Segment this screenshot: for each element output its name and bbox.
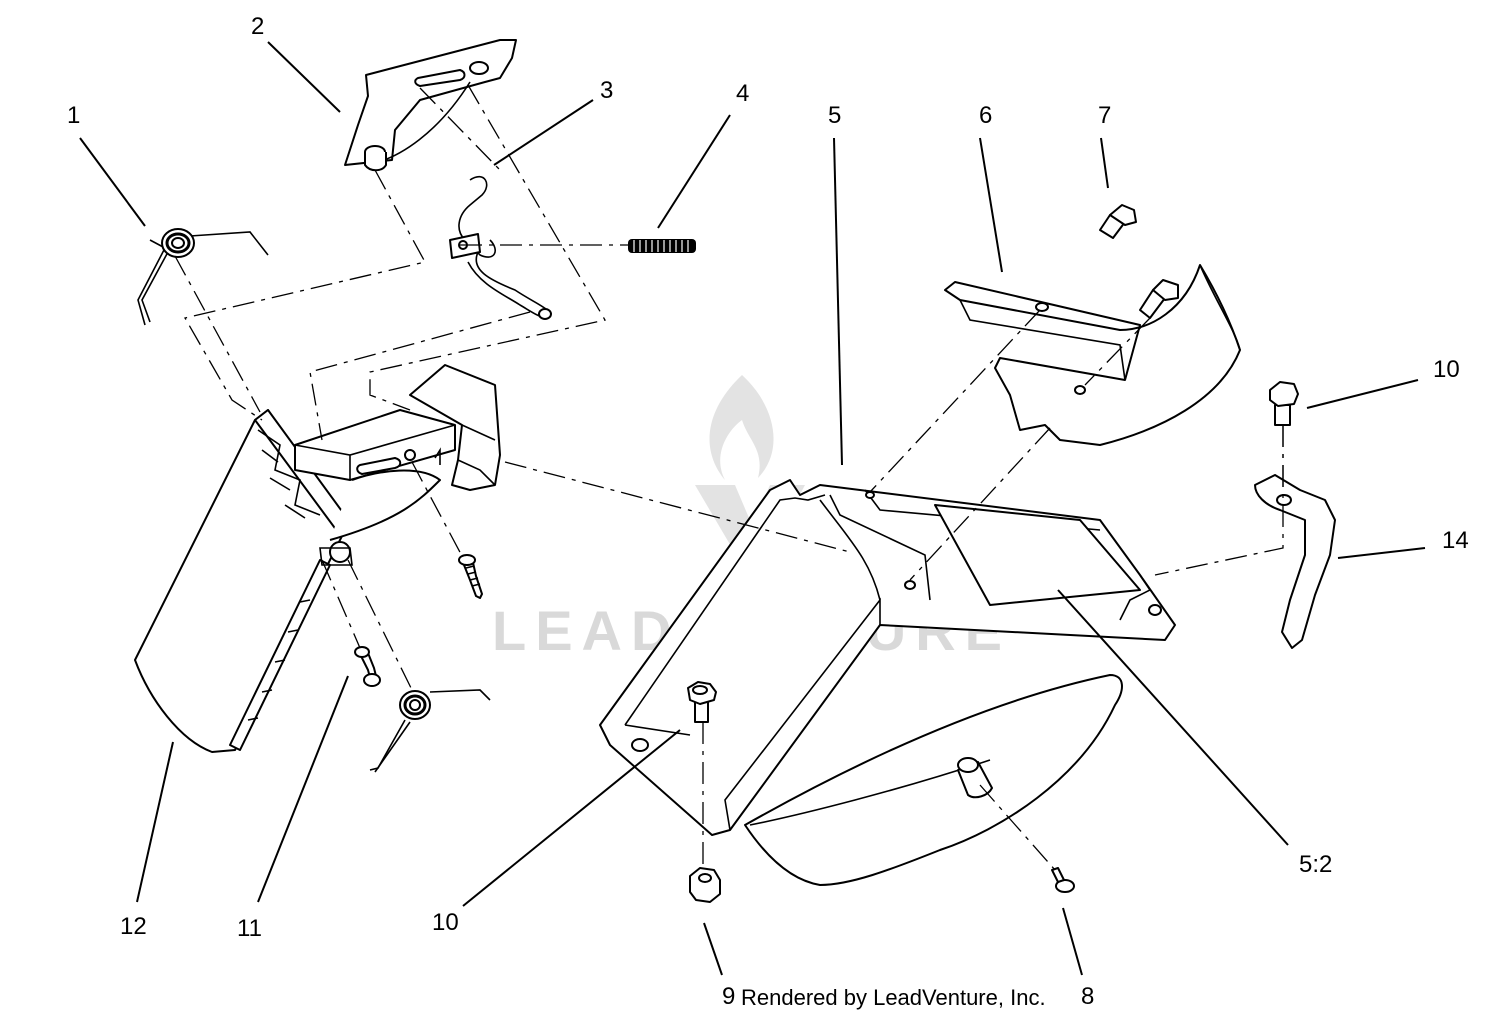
- callout-10-upper: 10: [1433, 356, 1460, 383]
- callout-8: 8: [1081, 983, 1094, 1010]
- callout-5: 5: [828, 102, 841, 129]
- part-4-compression-spring: [628, 239, 696, 253]
- callout-6: 6: [979, 102, 992, 129]
- pivot-screw: [458, 554, 483, 599]
- part-9-nut: [689, 867, 721, 903]
- part-10-bolt-lower: [687, 681, 717, 723]
- callout-14: 14: [1442, 527, 1469, 554]
- part-2-bracket-plate: [344, 39, 517, 172]
- part-6-chute-cover: [944, 264, 1241, 446]
- callout-7: 7: [1098, 102, 1111, 129]
- rendered-by-credit: Rendered by LeadVenture, Inc.: [741, 985, 1046, 1010]
- callout-9: 9: [722, 983, 735, 1010]
- assembly-center-lines: [174, 84, 1284, 871]
- callout-4: 4: [736, 80, 749, 107]
- callout-leaders: [79, 41, 1426, 976]
- part-12-mounting-plate: [134, 409, 353, 753]
- callout-10-lower: 10: [432, 909, 459, 936]
- chute-deflector: [744, 674, 1123, 886]
- callout-labels: 1 2 3 4 5 6 7 10 14 5:2 12 11 10 9 8: [67, 13, 1469, 1010]
- part-1-torsion-spring: [137, 228, 269, 326]
- callout-3: 3: [600, 77, 613, 104]
- callout-12: 12: [120, 913, 147, 940]
- pivot-bracket: [294, 364, 501, 541]
- part-11-screw: [354, 646, 381, 687]
- callout-5-2: 5:2: [1299, 851, 1332, 878]
- part-10-bolt-upper: [1269, 381, 1299, 426]
- part-3-bent-rod: [449, 175, 552, 320]
- part-1-torsion-spring-lower: [369, 689, 491, 773]
- part-5-2-decal: [934, 504, 1141, 606]
- part-8-screw: [1051, 867, 1075, 893]
- callout-1: 1: [67, 102, 80, 129]
- part-14-latch-lever: [1254, 474, 1336, 649]
- part-7-bolt: [1099, 204, 1179, 319]
- callout-2: 2: [251, 13, 264, 40]
- callout-11: 11: [237, 915, 262, 942]
